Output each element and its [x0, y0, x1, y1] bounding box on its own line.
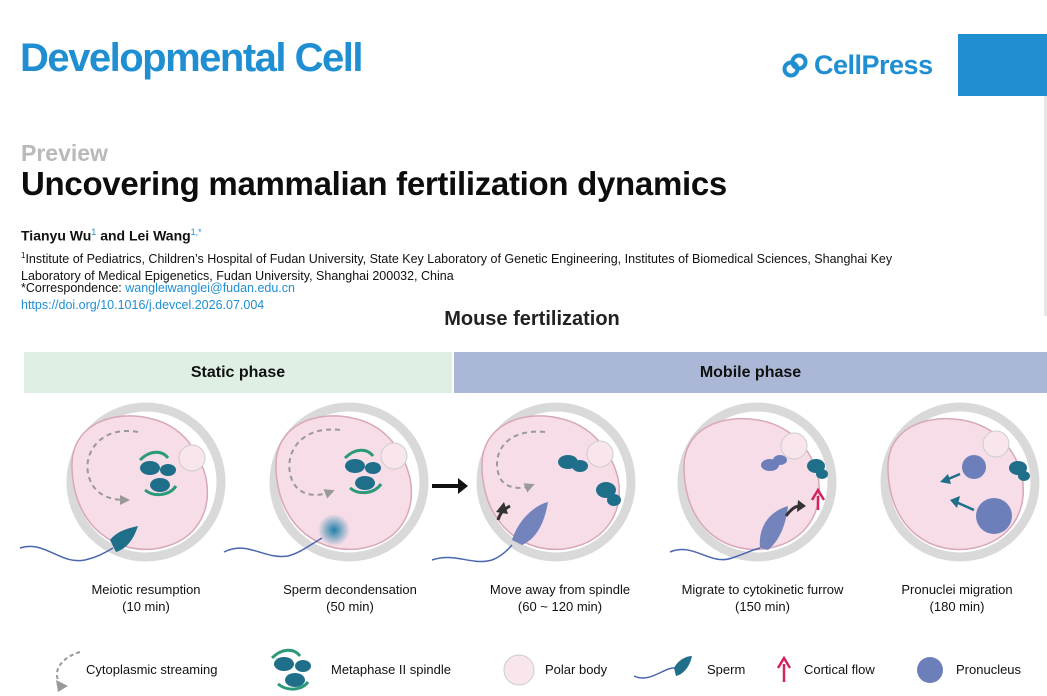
author-sup: 1	[91, 227, 97, 237]
affiliation: 1Institute of Pediatrics, Children’s Hos…	[21, 247, 921, 285]
sperm-icon	[633, 656, 692, 679]
cytoplasmic-streaming-arrow	[496, 430, 546, 493]
stage-caption: Sperm decondensation (50 min)	[250, 581, 450, 615]
affiliation-text: Institute of Pediatrics, Children’s Hosp…	[21, 252, 893, 284]
sperm-head	[110, 526, 138, 552]
stage-caption: Migrate to cytokinetic furrow (150 min)	[650, 581, 875, 615]
stage-pronuclei-migration	[880, 402, 1040, 562]
sperm-head	[759, 506, 788, 550]
brand-corner-block	[958, 34, 1047, 96]
migration-arrow-head	[940, 474, 951, 484]
migration-arrow-head	[797, 500, 806, 512]
metaphase-spindle	[343, 448, 383, 495]
figure-title: Mouse fertilization	[444, 308, 620, 330]
phase-band-static: Static phase	[24, 352, 452, 393]
stage-name: Meiotic resumption	[91, 582, 201, 597]
publisher-name: CellPress	[814, 50, 933, 80]
sperm-tail	[431, 544, 513, 563]
cytoplasmic-streaming-arrow	[86, 429, 139, 505]
author-name[interactable]: Lei Wang	[128, 227, 191, 244]
journal-title: Developmental Cell	[20, 36, 364, 80]
legend-label: Polar body	[545, 662, 608, 677]
correspondence-label: *Correspondence:	[21, 281, 126, 295]
affiliation-sup: 1	[21, 251, 26, 260]
decondensing-sperm-head	[318, 514, 350, 546]
publisher-logo[interactable]: CellPress	[782, 50, 933, 81]
stage-meiotic-resumption	[19, 402, 226, 562]
stage-name: Sperm decondensation	[283, 582, 417, 597]
migration-arrow	[955, 500, 975, 512]
stage-move-away-from-spindle	[431, 402, 636, 563]
stage-sperm-decondensation	[223, 402, 429, 562]
cortical-movement-arrow-head	[496, 502, 508, 514]
stage-time: (10 min)	[122, 599, 170, 614]
polar-body	[780, 432, 808, 460]
stage-name: Move away from spindle	[489, 582, 631, 597]
article-type: Preview	[21, 140, 108, 166]
stage-caption: Meiotic resumption (10 min)	[46, 581, 246, 615]
stage-time: (50 min)	[326, 599, 374, 614]
sperm-head	[512, 502, 548, 545]
author-joiner: and	[100, 227, 126, 244]
legend-label: Pronucleus	[956, 662, 1022, 677]
author-list: Tianyu Wu1 and Lei Wang1,*	[21, 227, 202, 244]
cellpress-logo-icon	[782, 53, 808, 77]
sperm-tail	[19, 545, 114, 562]
author-name[interactable]: Tianyu Wu	[21, 227, 92, 244]
stage-migrate-to-cytokinetic-furrow	[669, 402, 837, 562]
author-sup: 1,*	[190, 227, 202, 237]
stage-time: (60 ~ 120 min)	[517, 599, 603, 614]
cytoplasmic-streaming-arrow	[288, 428, 341, 499]
stage-name: Migrate to cytokinetic furrow	[681, 582, 844, 597]
chromosome-cluster	[1018, 471, 1030, 481]
oocyte	[275, 415, 413, 551]
pronucleus	[976, 498, 1012, 534]
legend-label: Metaphase II spindle	[331, 662, 451, 677]
stage-caption: Pronuclei migration (180 min)	[867, 581, 1047, 615]
metaphase-spindle	[558, 455, 621, 506]
fertilization-stages-illustration	[19, 402, 1040, 563]
metaphase-spindle	[138, 450, 178, 497]
polar-body	[982, 430, 1010, 458]
pronucleus	[962, 455, 986, 479]
legend-icons	[55, 648, 943, 692]
metaphase-spindle	[761, 455, 828, 479]
page-edge-divider	[1044, 96, 1047, 316]
polar-body	[586, 440, 614, 468]
spindle-icon	[270, 648, 311, 691]
red-arrow-icon	[776, 655, 792, 682]
legend-label: Cytoplasmic streaming	[86, 662, 218, 677]
polar-body	[178, 444, 206, 472]
polar-body	[380, 442, 408, 470]
doi-link[interactable]: https://doi.org/10.1016/j.devcel.2026.07…	[21, 298, 265, 312]
correspondence-email-link[interactable]: wangleiwanglei@fudan.edu.cn	[125, 281, 295, 295]
stage-caption: Move away from spindle (60 ~ 120 min)	[460, 581, 660, 615]
progression-arrow-head	[458, 478, 468, 494]
correspondence: *Correspondence: wangleiwanglei@fudan.ed…	[21, 281, 295, 295]
stage-time: (150 min)	[735, 599, 790, 614]
polar-body-icon	[503, 654, 535, 686]
phase-band-mobile: Mobile phase	[454, 352, 1047, 393]
pronucleus-icon	[917, 657, 943, 683]
dashed-arrow-icon	[55, 651, 81, 692]
sperm-tail	[223, 537, 323, 558]
sperm-tail	[669, 547, 761, 561]
stage-name: Pronuclei migration	[901, 582, 1013, 597]
cortical-flow-arrow-head	[810, 487, 826, 501]
legend-label: Cortical flow	[804, 662, 875, 677]
legend-label: Sperm	[707, 662, 746, 677]
migration-arrow-head	[950, 496, 960, 508]
stage-time: (180 min)	[929, 599, 985, 614]
article-title: Uncovering mammalian fertilization dynam…	[21, 165, 727, 202]
